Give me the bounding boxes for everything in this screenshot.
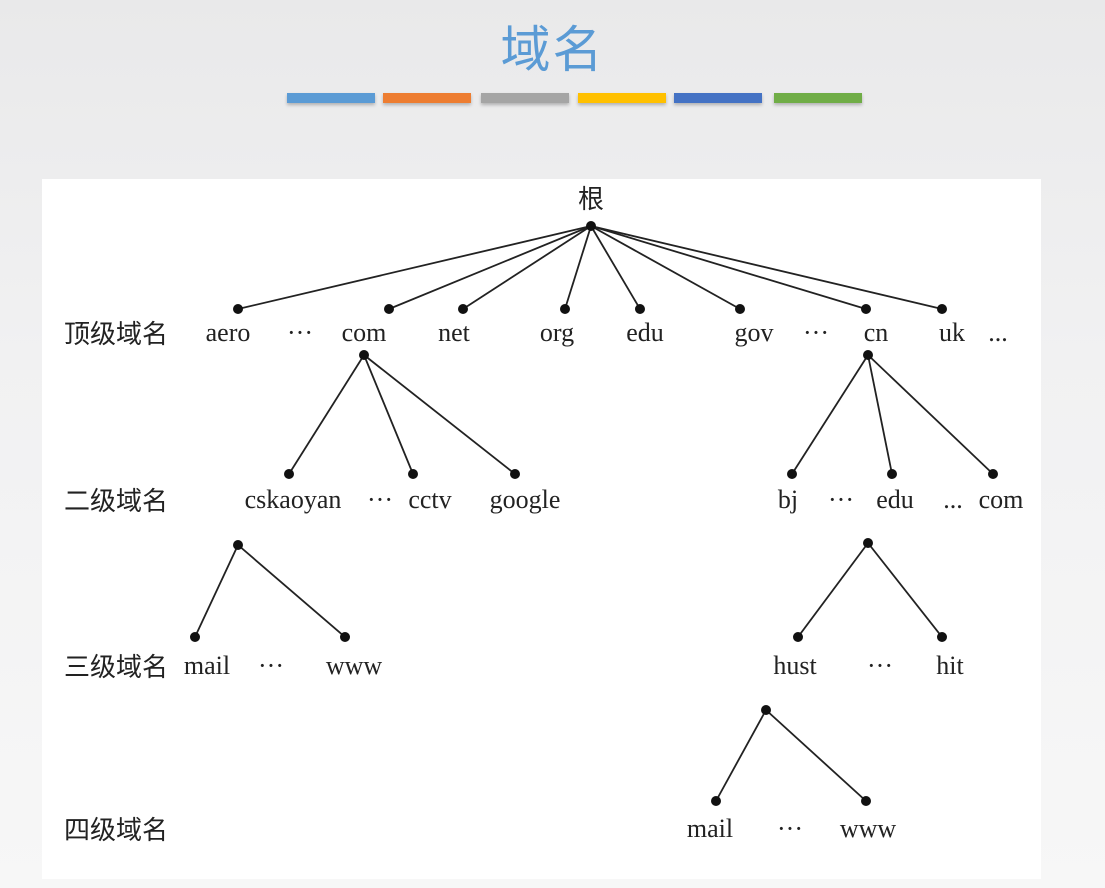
- tld-ellipsis: ···: [287, 318, 313, 347]
- tld-com: com: [342, 318, 387, 347]
- edge: [388, 225, 592, 310]
- node-hust-parent: [761, 705, 771, 715]
- edge: [590, 225, 741, 310]
- node-cn: [861, 304, 871, 314]
- level-label-fourth: 四级域名: [64, 816, 168, 846]
- third-ellipsis: ···: [867, 651, 893, 680]
- tree-nodes: [190, 221, 998, 806]
- edge: [237, 544, 346, 638]
- edge: [590, 225, 867, 310]
- edge: [564, 225, 592, 310]
- level-label-third: 三级域名: [64, 653, 168, 683]
- color-bar: [481, 93, 569, 103]
- node-root: [586, 221, 596, 231]
- node-mail-cskaoyan: [190, 632, 200, 642]
- node-edu-cn: [887, 469, 897, 479]
- node-aero: [233, 304, 243, 314]
- edge: [867, 354, 893, 475]
- root-label: 根: [578, 185, 604, 215]
- fourth-mail: mail: [687, 814, 733, 843]
- sld-ellipsis: ···: [367, 485, 393, 514]
- sld-edu: edu: [876, 485, 914, 514]
- node-cn-parent: [863, 350, 873, 360]
- node-cskaoyan: [284, 469, 294, 479]
- sld-google: google: [490, 485, 561, 514]
- tld-org: org: [540, 318, 574, 347]
- tld-aero: aero: [206, 318, 251, 347]
- edge: [797, 542, 869, 638]
- sld-ellipsis: ···: [828, 485, 854, 514]
- third-mail: mail: [184, 651, 230, 680]
- node-com-parent: [359, 350, 369, 360]
- tree-edges: [194, 225, 994, 802]
- tld-uk: uk: [939, 318, 965, 347]
- tld-cn: cn: [864, 318, 889, 347]
- color-bar: [383, 93, 471, 103]
- edge: [462, 225, 592, 310]
- node-org: [560, 304, 570, 314]
- fourth-ellipsis: ···: [777, 814, 803, 843]
- page-title: 域名: [500, 21, 605, 79]
- color-bar: [674, 93, 762, 103]
- sld-cctv: cctv: [408, 485, 451, 514]
- edge: [194, 544, 239, 638]
- color-bar: [774, 93, 862, 103]
- tld-ellipsis: ...: [988, 318, 1008, 347]
- node-edu: [635, 304, 645, 314]
- edge: [363, 354, 414, 475]
- third-ellipsis: ···: [258, 651, 284, 680]
- third-hust: hust: [773, 651, 817, 680]
- tld-ellipsis: ···: [803, 318, 829, 347]
- fourth-www: www: [840, 814, 897, 843]
- sld-ellipsis: ...: [943, 485, 963, 514]
- edge: [867, 354, 994, 475]
- node-www-hust: [861, 796, 871, 806]
- node-edu-cn-parent: [863, 538, 873, 548]
- edge: [288, 354, 365, 475]
- node-hust: [793, 632, 803, 642]
- edge: [867, 542, 943, 638]
- node-com-cn: [988, 469, 998, 479]
- third-hit: hit: [936, 651, 964, 680]
- node-gov: [735, 304, 745, 314]
- color-bar: [287, 93, 375, 103]
- node-cskaoyan-parent: [233, 540, 243, 550]
- node-hit: [937, 632, 947, 642]
- node-bj: [787, 469, 797, 479]
- node-google: [510, 469, 520, 479]
- node-net: [458, 304, 468, 314]
- node-com: [384, 304, 394, 314]
- edge: [765, 709, 867, 802]
- color-bar: [578, 93, 666, 103]
- diagram-panel: [42, 179, 1041, 879]
- edge: [363, 354, 516, 475]
- tld-edu: edu: [626, 318, 664, 347]
- level-label-second: 二级域名: [64, 487, 168, 517]
- node-www-cskaoyan: [340, 632, 350, 642]
- edge: [237, 225, 592, 310]
- edge: [791, 354, 869, 475]
- sld-cskaoyan: cskaoyan: [245, 485, 342, 514]
- edge: [590, 225, 641, 310]
- node-uk: [937, 304, 947, 314]
- sld-com: com: [979, 485, 1024, 514]
- node-mail-hust: [711, 796, 721, 806]
- tld-net: net: [438, 318, 471, 347]
- edge: [590, 225, 943, 310]
- node-cctv: [408, 469, 418, 479]
- level-label-top: 顶级域名: [64, 320, 168, 350]
- edge: [715, 709, 767, 802]
- tld-gov: gov: [735, 318, 774, 347]
- sld-bj: bj: [778, 485, 798, 514]
- third-www: www: [326, 651, 383, 680]
